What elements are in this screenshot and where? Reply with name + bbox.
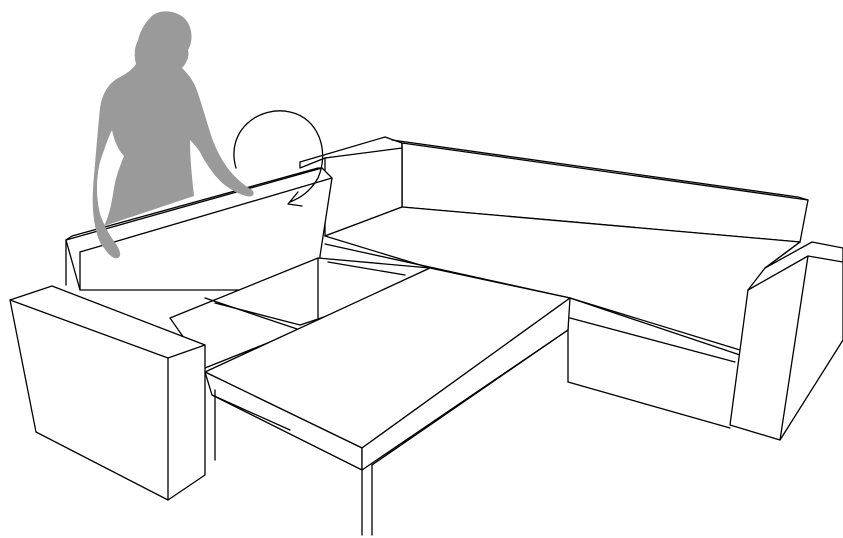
person-silhouette-icon — [92, 11, 254, 259]
sofa-seat-long — [324, 206, 801, 429]
pullout-bed-platform — [204, 267, 571, 536]
sofa-armrest-left — [9, 285, 206, 501]
rotation-arrow-icon — [233, 110, 324, 207]
sofa-armrest-right — [729, 241, 843, 441]
